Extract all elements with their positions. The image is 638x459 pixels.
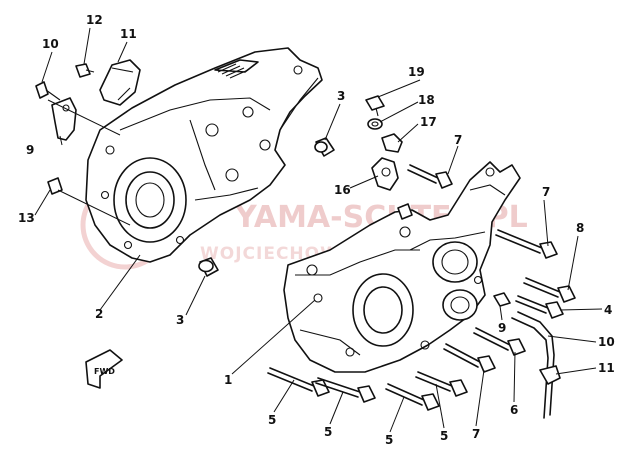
bolt-14 [365, 95, 385, 117]
callout-17: 11 [120, 27, 137, 41]
callout-8: 9 [498, 321, 506, 335]
bolt-7-upper [407, 164, 453, 189]
bolt-7-middle [495, 229, 558, 259]
bolt-16 [35, 81, 61, 101]
callout-3-lower: 3 [176, 313, 184, 327]
callout-2: 2 [95, 307, 103, 321]
clamp-10 [539, 365, 561, 385]
bolt-7-lower [523, 277, 576, 303]
bolt-6-upper [473, 327, 526, 356]
callout-16: 10 [42, 37, 59, 51]
callout-7-lower: 8 [576, 221, 584, 235]
clamp-11 [371, 157, 399, 191]
callout-5-d: 5 [440, 429, 448, 443]
callout-9: 10 [598, 335, 615, 349]
callout-18: 12 [86, 13, 103, 27]
cover-17 [99, 59, 141, 106]
callout-6-right: 6 [510, 403, 518, 417]
dowel-pin-upper [314, 137, 335, 157]
bracket-15 [51, 97, 77, 141]
left-crankcase [85, 47, 323, 263]
washer-13 [367, 118, 383, 130]
callout-14: 19 [408, 65, 425, 79]
plug-19 [47, 177, 63, 195]
bolt-18 [75, 63, 95, 78]
bolt-5-b [315, 377, 376, 403]
callout-13: 18 [418, 93, 435, 107]
callout-11: 16 [334, 183, 351, 197]
bolt-5-d [415, 371, 468, 397]
callout-7-middle: 7 [542, 185, 550, 199]
bolt-6-lower [443, 343, 496, 373]
bolt-4 [515, 295, 564, 319]
bolt-5-a [267, 367, 330, 397]
callout-5-b: 5 [324, 425, 332, 439]
callout-5-a: 5 [268, 413, 276, 427]
leader-lines [34, 27, 603, 433]
callout-5-c: 5 [385, 433, 393, 447]
callout-6-left: 7 [472, 427, 480, 441]
pipe-9 [511, 311, 555, 419]
callout-3-upper: 3 [337, 89, 345, 103]
right-crankcase [283, 161, 521, 373]
callout-7-upper: 7 [454, 133, 462, 147]
callout-19: 13 [18, 211, 35, 225]
dowel-pin-lower [198, 257, 219, 277]
fwd-text: FWD [94, 367, 115, 376]
bolt-5-c [385, 383, 440, 411]
callout-4: 4 [604, 303, 612, 317]
callout-labels: 12 11 10 9 13 3 2 3 1 19 18 17 16 7 7 8 … [18, 13, 615, 447]
callout-15: 9 [26, 143, 34, 157]
holder-12 [381, 133, 403, 153]
pin-8 [493, 292, 511, 307]
forward-direction-marker: FWD [85, 349, 123, 389]
callout-12: 17 [420, 115, 437, 129]
callout-10: 11 [598, 361, 615, 375]
callout-1: 1 [224, 373, 232, 387]
